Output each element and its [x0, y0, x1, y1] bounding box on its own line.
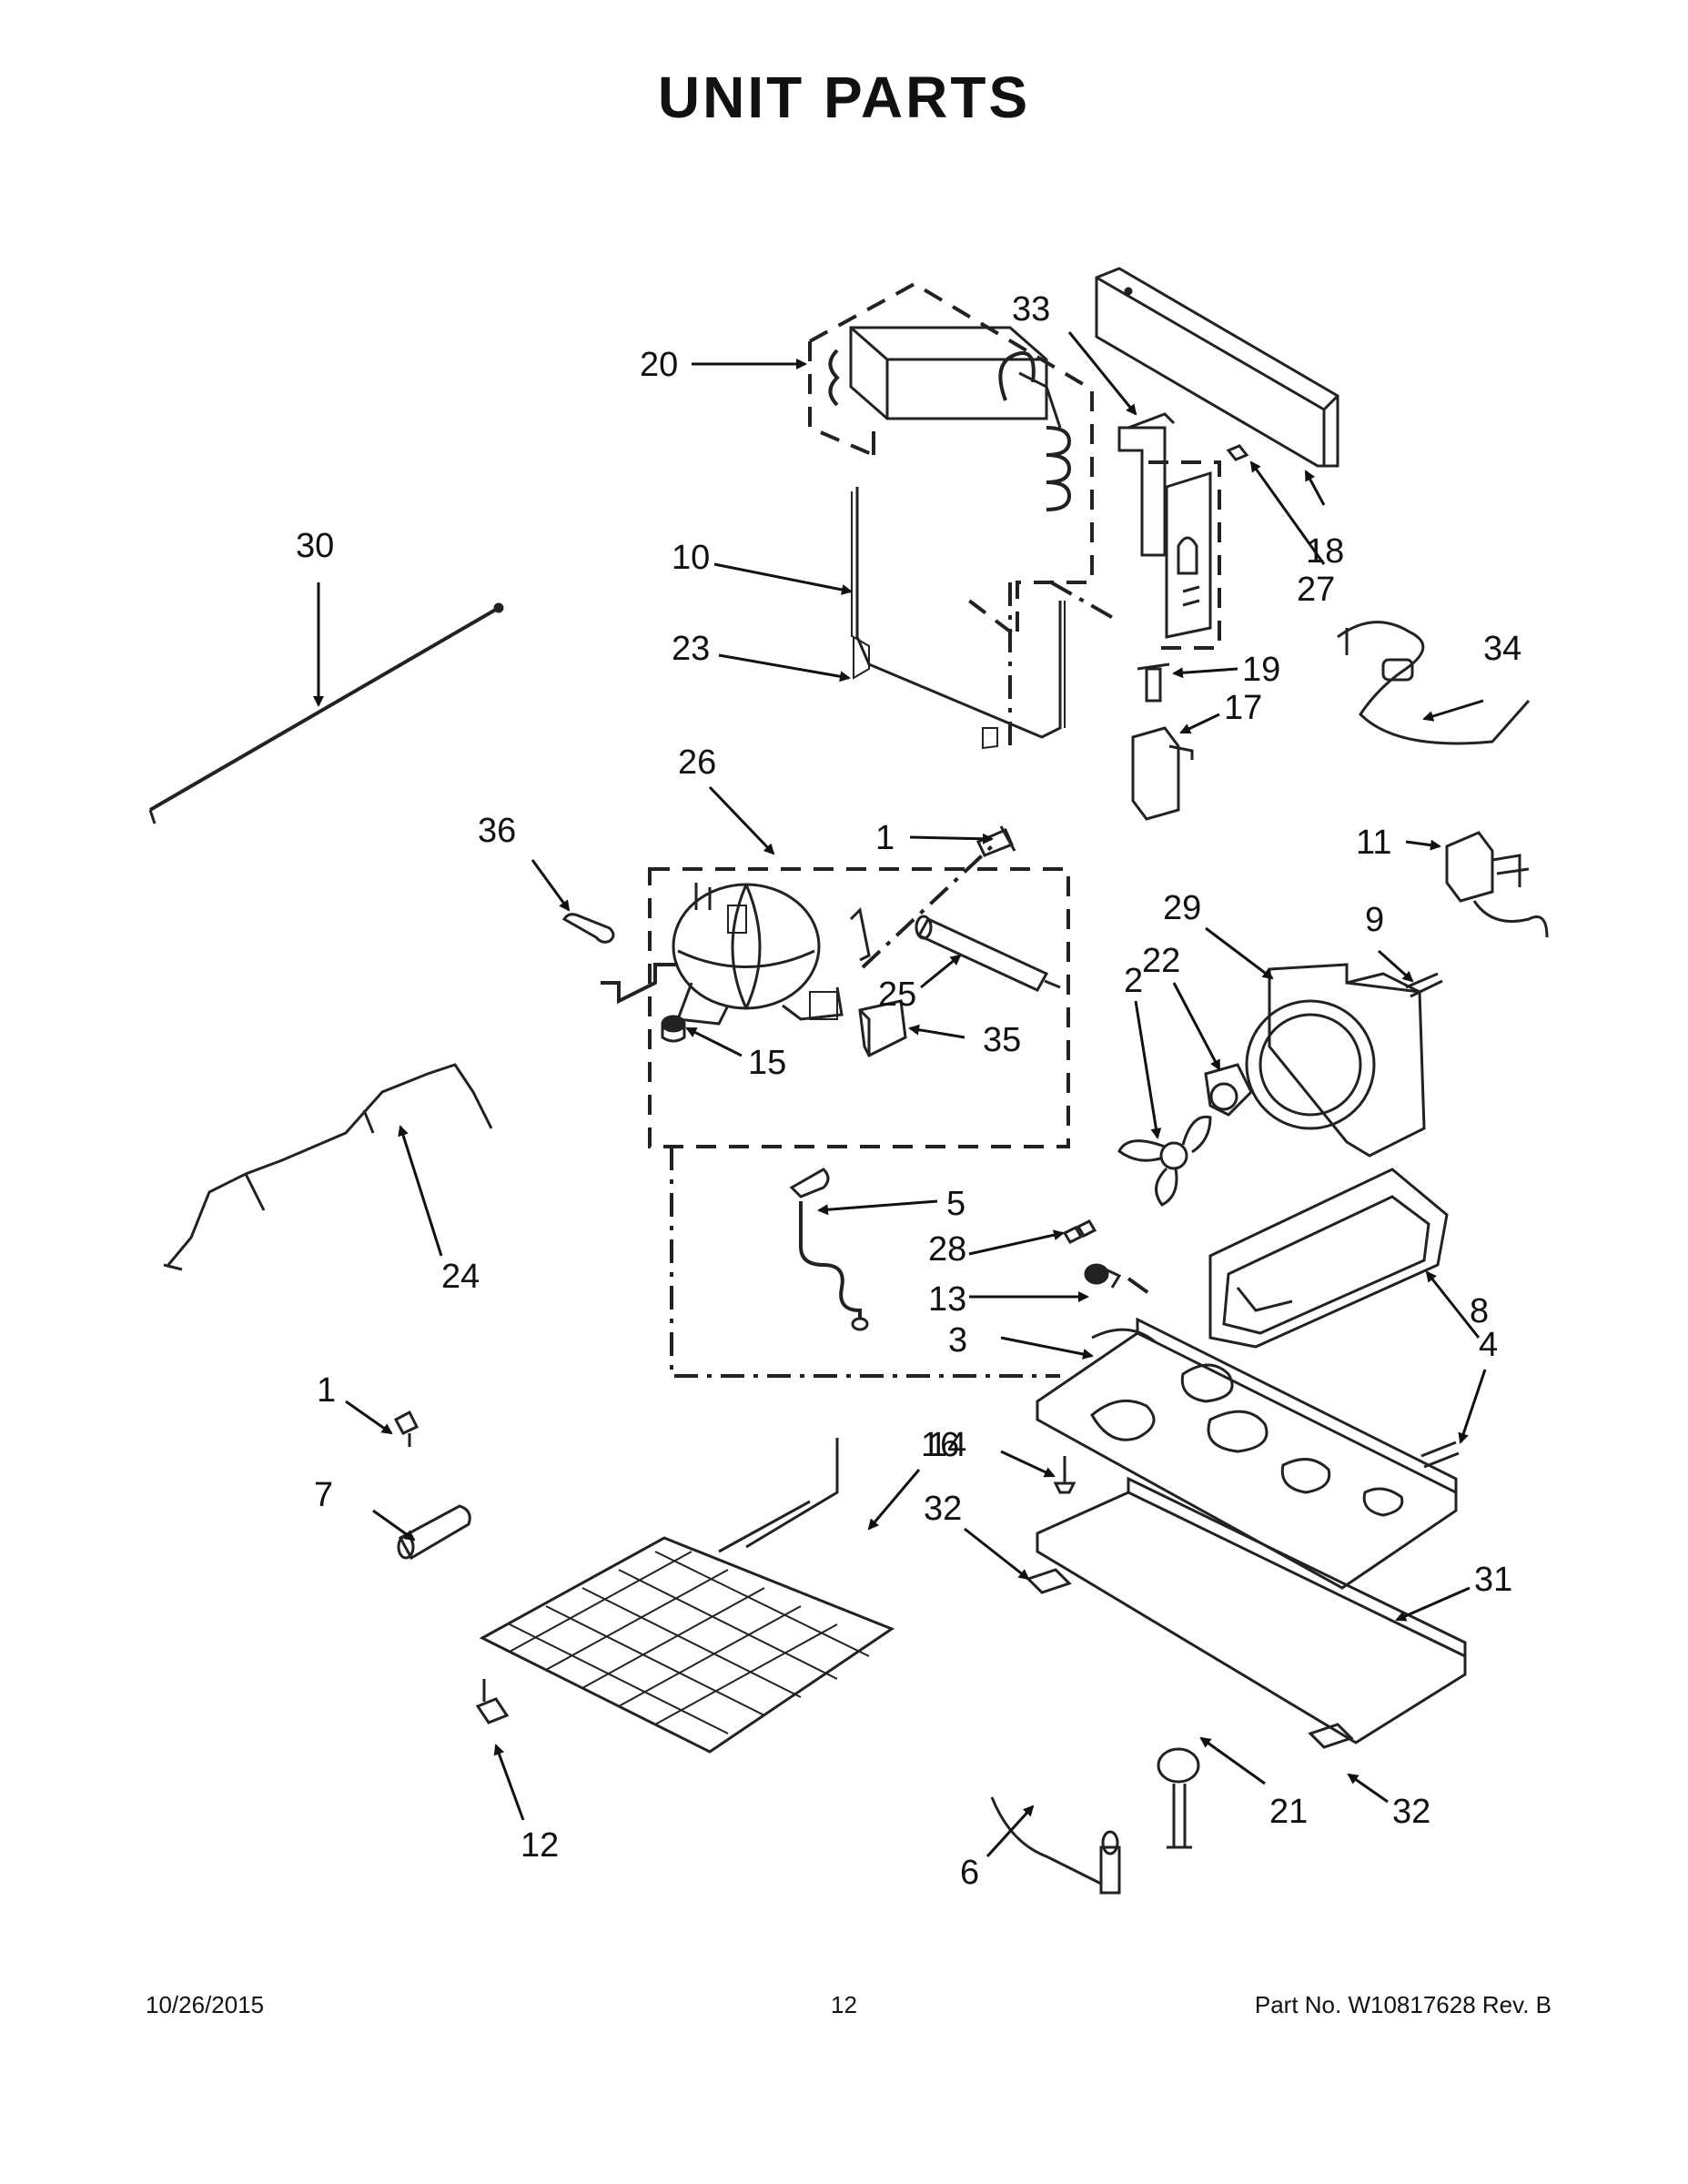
base-group-outline [670, 428, 1156, 1378]
screw-icon [975, 825, 1016, 857]
callout-11: 11 [1356, 824, 1391, 862]
bracket-icon [1131, 726, 1194, 821]
plug-icon [1062, 1219, 1097, 1244]
callout-10: 10 [672, 539, 710, 577]
callout-16: 16 [921, 1426, 959, 1464]
sensor-icon [1157, 1747, 1200, 1849]
callout-26: 26 [678, 743, 716, 782]
callout-8: 8 [1470, 1292, 1489, 1330]
callout-22: 22 [1142, 942, 1180, 980]
callout-13: 13 [928, 1280, 966, 1319]
fan-blade-icon [1117, 1115, 1212, 1207]
callout-15: 15 [748, 1044, 786, 1082]
drain-tube-bracket-icon [1165, 470, 1212, 639]
callout-25: 25 [878, 976, 916, 1014]
screw-icon [1405, 972, 1443, 998]
drain-tube-icon [789, 1168, 869, 1331]
evaporator-group-outline [808, 281, 1094, 642]
footer-part-number: Part No. W10817628 Rev. B [1254, 1991, 1552, 2018]
drain-trough-icon [1117, 412, 1176, 557]
base-plate-icon [1036, 1317, 1458, 1590]
callout-4: 4 [1479, 1326, 1498, 1364]
callout-1a: 1 [875, 819, 895, 857]
callout-35: 35 [983, 1021, 1021, 1059]
relay-box-icon [858, 999, 907, 1058]
condenser-coil-icon [479, 1438, 895, 1754]
thermistor-harness-icon [1337, 621, 1531, 745]
fan-motor-icon [1204, 1063, 1253, 1117]
relay-icon [1445, 831, 1549, 938]
foot-icon [1026, 1568, 1354, 1749]
power-cord-icon [148, 602, 504, 824]
callout-23: 23 [672, 630, 710, 668]
callout-9: 9 [1365, 901, 1384, 939]
base-cover-icon [1036, 1476, 1467, 1744]
callout-labels: 20 33 18 27 10 23 19 17 34 26 1 11 30 36… [296, 290, 1521, 1892]
evaporator-icon [828, 326, 1072, 511]
footer-date: 10/26/2015 [146, 1991, 265, 2018]
callout-33: 33 [1012, 290, 1050, 329]
tubing-icon [601, 883, 712, 1005]
callout-27: 27 [1297, 571, 1335, 609]
grommet-icon [1084, 1263, 1122, 1289]
callout-32a: 32 [924, 1490, 962, 1528]
drain-pan-icon [1208, 1168, 1449, 1349]
clip-icon [475, 1679, 510, 1724]
callout-18: 18 [1306, 532, 1344, 571]
callout-5: 5 [946, 1185, 965, 1223]
thermostat-icon [990, 1796, 1121, 1895]
callout-30: 30 [296, 527, 334, 565]
defrost-heater-icon [851, 487, 1066, 750]
callout-leaders [313, 331, 1487, 1858]
screw-icon [393, 1410, 1460, 1494]
sleeve-icon [397, 1504, 471, 1561]
drier-icon [915, 915, 1061, 992]
compressor-icon [672, 883, 871, 1026]
callout-7: 7 [314, 1476, 333, 1514]
drain-group-outline [1148, 460, 1221, 650]
callout-19: 19 [1242, 651, 1280, 689]
callout-36: 36 [478, 812, 516, 850]
footer-page-number: 12 [831, 1991, 857, 2018]
callout-24: 24 [441, 1258, 480, 1296]
compressor-group-outline [648, 867, 1070, 1148]
callout-3: 3 [948, 1321, 967, 1360]
callout-2: 2 [1124, 962, 1143, 1000]
callout-12: 12 [521, 1826, 559, 1865]
callout-21: 21 [1269, 1793, 1308, 1831]
callout-17: 17 [1224, 689, 1262, 727]
callout-14: 14 [928, 1426, 966, 1464]
screw-icon [1137, 444, 1249, 703]
wire-link-icon [561, 913, 615, 944]
callout-29: 29 [1163, 889, 1201, 927]
callout-6: 6 [960, 1854, 979, 1892]
callout-31: 31 [1474, 1561, 1512, 1599]
callout-34: 34 [1483, 630, 1521, 668]
callout-32b: 32 [1392, 1793, 1430, 1831]
callout-28: 28 [928, 1230, 966, 1269]
page-title: UNIT PARTS [657, 65, 1031, 130]
callout-1b: 1 [317, 1371, 336, 1410]
drain-cover-icon [1095, 267, 1339, 468]
callout-20: 20 [640, 346, 678, 384]
wire-harness-icon [163, 1063, 493, 1271]
grommet-icon [661, 1015, 686, 1043]
fan-shroud-icon [1245, 963, 1426, 1158]
